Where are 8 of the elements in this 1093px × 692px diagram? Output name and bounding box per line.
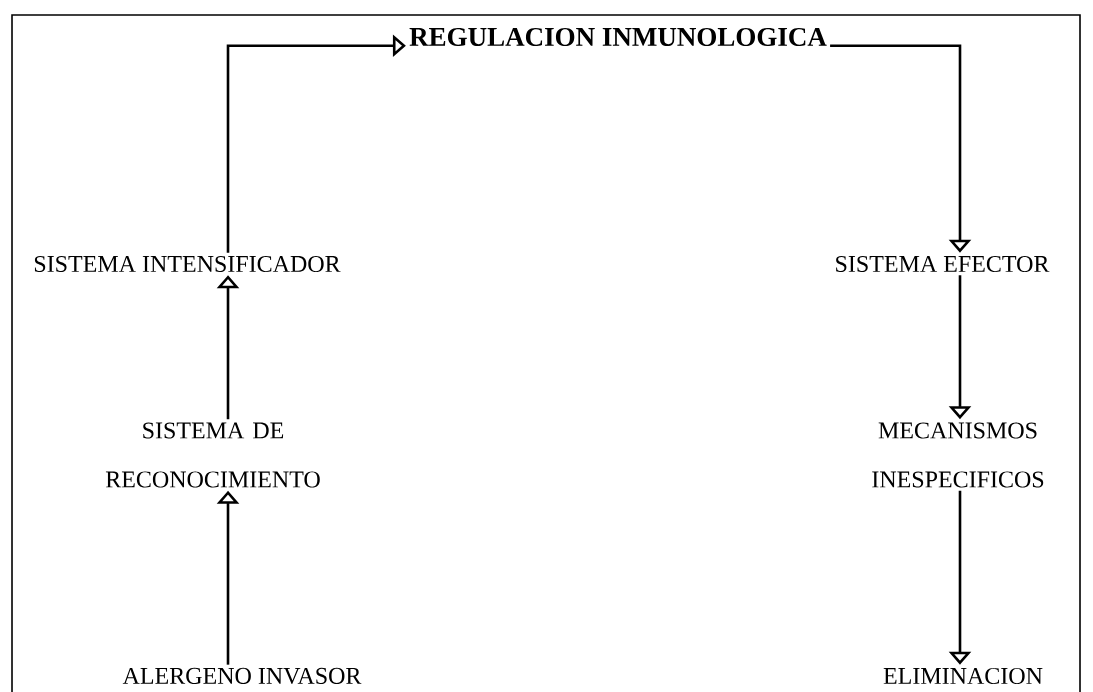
arrow: [226, 34, 406, 253]
stage-label: SISTEMA DE RECONOCIMIENTO: [105, 422, 320, 488]
stage-label: SISTEMA INTENSIFICADOR: [34, 255, 341, 273]
stage-label: SISTEMA EFECTOR: [836, 255, 1050, 273]
stage-label: ELIMINACION: [883, 667, 1043, 685]
heading-text: REGULACION INMUNOLOGICA: [409, 27, 827, 47]
stage-label: ALERGENO INVASOR: [122, 667, 362, 685]
stage-label: MECANISMOS INESPECIFICOS: [872, 422, 1044, 488]
